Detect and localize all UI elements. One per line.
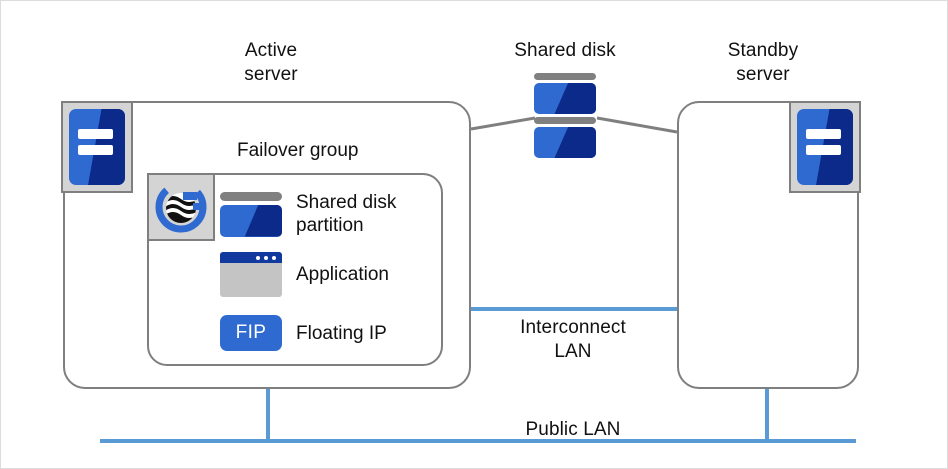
application-window-icon-dot-3: [271, 255, 276, 260]
shared-disk-icon[interactable]: [534, 73, 596, 158]
resource-label-floating-ip: Floating IP: [296, 322, 387, 344]
shared-disk-icon-cap-top: [534, 73, 596, 80]
public-lan-label: Public LAN: [525, 419, 621, 440]
cluster-logo-tile: [147, 173, 215, 241]
application-window-icon-titlebar: [220, 252, 282, 263]
fip-badge-icon: FIP: [220, 315, 282, 351]
shared-disk-icon-shade-bottom: [554, 127, 596, 158]
disk-partition-icon-shade: [244, 204, 282, 237]
failover-group-label: Failover group: [237, 140, 359, 161]
shared-disk-icon-slab-top: [534, 83, 596, 114]
application-window-icon: [220, 252, 282, 297]
disk-partition-icon-cap: [220, 191, 282, 201]
link-shared-disk-to-standby: [596, 116, 678, 134]
active-server-icon-tile: [61, 101, 133, 193]
server-icon-bar-2: [77, 144, 113, 155]
standby-server-icon-tile: [789, 101, 861, 193]
server-icon-bar-1: [805, 128, 841, 139]
resource-row-shared-disk-partition[interactable]: Shared disk partition: [220, 191, 396, 237]
standby-server-label: Standby server: [727, 40, 799, 85]
shared-disk-label: Shared disk: [514, 40, 616, 61]
interconnect-lan-label: Interconnect LAN: [520, 317, 626, 362]
resource-label-application: Application: [296, 264, 389, 285]
shared-disk-icon-cap-bottom: [534, 117, 596, 124]
shared-disk-icon-slab-bottom: [534, 127, 596, 158]
server-icon: [69, 109, 125, 185]
application-window-icon-dot-1: [255, 255, 260, 260]
link-active-to-shared-disk: [470, 116, 536, 131]
disk-partition-icon-body: [220, 204, 282, 237]
cluster-logo-icon: [155, 181, 207, 233]
active-server-label: Active server: [244, 40, 298, 85]
resource-label-shared-disk-partition: Shared disk partition: [296, 192, 397, 236]
application-window-icon-dot-2: [263, 255, 268, 260]
disk-partition-icon: [220, 191, 282, 237]
server-icon: [797, 109, 853, 185]
resource-row-floating-ip[interactable]: FIP Floating IP: [220, 315, 387, 351]
server-icon-bar-2: [805, 144, 841, 155]
shared-disk-icon-shade-top: [554, 83, 596, 114]
server-icon-bar-1: [77, 128, 113, 139]
resource-row-application[interactable]: Application: [220, 252, 389, 297]
